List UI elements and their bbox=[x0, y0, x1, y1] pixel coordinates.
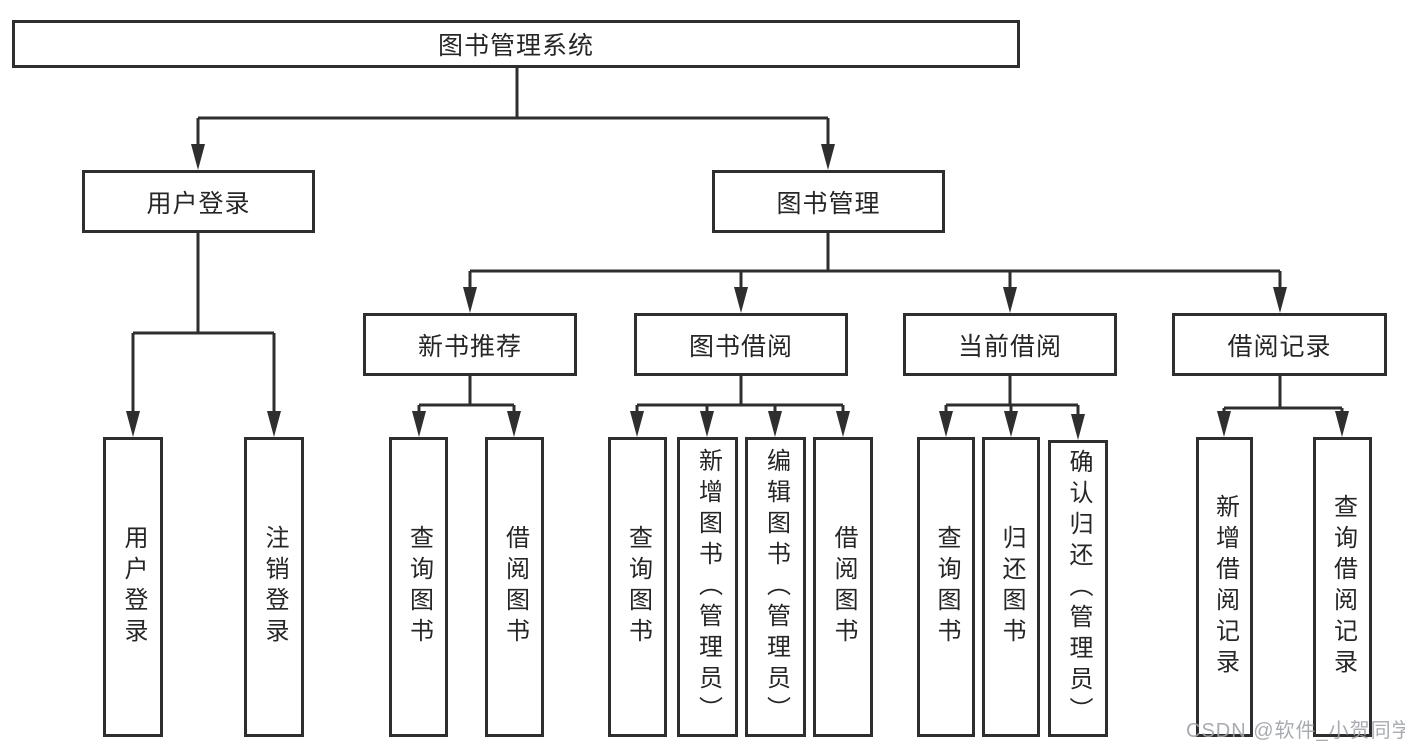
leaf-query-book-current-label: 查询图书 bbox=[933, 525, 960, 649]
connector-root-to-level2 bbox=[196, 68, 830, 146]
leaf-add-book-admin: 新增图书（管理员） bbox=[677, 437, 738, 737]
leaf-query-book-borrow: 查询图书 bbox=[608, 437, 667, 737]
arrowhead bbox=[939, 411, 953, 437]
connector-current-borrow-to-leaves bbox=[944, 376, 1080, 416]
node-root-label: 图书管理系统 bbox=[437, 32, 594, 60]
node-current-borrow-label: 当前借阅 bbox=[957, 332, 1062, 361]
leaf-return-book-label: 归还图书 bbox=[998, 525, 1025, 649]
leaf-borrow-book: 借阅图书 bbox=[813, 437, 873, 737]
leaf-query-book-borrow-label: 查询图书 bbox=[624, 525, 652, 649]
arrowhead bbox=[126, 411, 140, 437]
arrowhead bbox=[1217, 411, 1231, 437]
arrowhead bbox=[463, 287, 477, 313]
arrowhead bbox=[836, 411, 850, 437]
arrowhead bbox=[412, 411, 426, 437]
watermark-text: CSDN @软件_小贺同学 bbox=[1186, 720, 1405, 742]
node-borrow-record-label: 借阅记录 bbox=[1227, 332, 1332, 361]
node-current-borrow: 当前借阅 bbox=[903, 313, 1117, 376]
leaf-query-book-recommend-label: 查询图书 bbox=[405, 525, 433, 649]
leaf-logout-login-label: 注销登录 bbox=[261, 525, 288, 649]
arrowhead bbox=[267, 411, 281, 437]
leaf-edit-book-admin: 编辑图书（管理员） bbox=[745, 437, 806, 737]
leaf-return-book: 归还图书 bbox=[982, 437, 1040, 737]
leaf-query-borrow-record-label: 查询借阅记录 bbox=[1329, 494, 1357, 680]
node-root-library-system: 图书管理系统 bbox=[12, 20, 1020, 68]
leaf-user-login: 用户登录 bbox=[103, 437, 163, 737]
leaf-query-book-current: 查询图书 bbox=[917, 437, 975, 737]
connector-book-management-to-level3 bbox=[468, 233, 1282, 289]
node-book-borrow: 图书借阅 bbox=[634, 313, 848, 376]
arrowhead bbox=[1273, 287, 1287, 313]
leaf-add-borrow-record: 新增借阅记录 bbox=[1196, 437, 1253, 737]
leaf-confirm-return-admin-label: 确认归还（管理员） bbox=[1065, 449, 1092, 728]
arrowhead bbox=[768, 411, 782, 437]
arrowhead bbox=[700, 411, 714, 437]
connector-book-borrow-to-leaves bbox=[635, 376, 845, 413]
arrowhead bbox=[821, 144, 835, 170]
node-user-login: 用户登录 bbox=[82, 170, 315, 233]
node-book-management: 图书管理 bbox=[712, 170, 945, 233]
node-book-management-label: 图书管理 bbox=[776, 189, 881, 218]
node-new-book-recommend-label: 新书推荐 bbox=[417, 332, 522, 361]
arrowhead bbox=[1003, 287, 1017, 313]
leaf-confirm-return-admin: 确认归还（管理员） bbox=[1048, 440, 1108, 737]
leaf-borrow-book-label: 借阅图书 bbox=[830, 525, 857, 649]
leaf-query-book-recommend: 查询图书 bbox=[389, 437, 448, 737]
node-book-borrow-label: 图书借阅 bbox=[688, 332, 793, 361]
node-user-login-label: 用户登录 bbox=[146, 189, 251, 218]
node-borrow-record: 借阅记录 bbox=[1172, 313, 1387, 376]
connector-new-book-recommend-to-leaves bbox=[417, 376, 516, 413]
arrowhead bbox=[1071, 414, 1085, 440]
arrowhead bbox=[630, 411, 644, 437]
leaf-edit-book-admin-label: 编辑图书（管理员） bbox=[762, 447, 790, 727]
arrowhead bbox=[734, 287, 748, 313]
connector-borrow-record-to-leaves bbox=[1222, 376, 1344, 415]
leaf-add-book-admin-label: 新增图书（管理员） bbox=[694, 447, 722, 727]
connector-user-login-to-leaves bbox=[131, 233, 276, 413]
arrowhead bbox=[507, 411, 521, 437]
arrowhead bbox=[1004, 411, 1018, 437]
leaf-query-borrow-record: 查询借阅记录 bbox=[1313, 437, 1372, 737]
node-new-book-recommend: 新书推荐 bbox=[363, 313, 577, 376]
arrowhead bbox=[191, 144, 205, 170]
leaf-logout-login: 注销登录 bbox=[244, 437, 304, 737]
leaf-add-borrow-record-label: 新增借阅记录 bbox=[1211, 494, 1239, 680]
arrowhead bbox=[1335, 411, 1349, 437]
leaf-borrow-book-recommend: 借阅图书 bbox=[485, 437, 544, 737]
leaf-user-login-label: 用户登录 bbox=[120, 525, 147, 649]
leaf-borrow-book-recommend-label: 借阅图书 bbox=[501, 525, 529, 649]
